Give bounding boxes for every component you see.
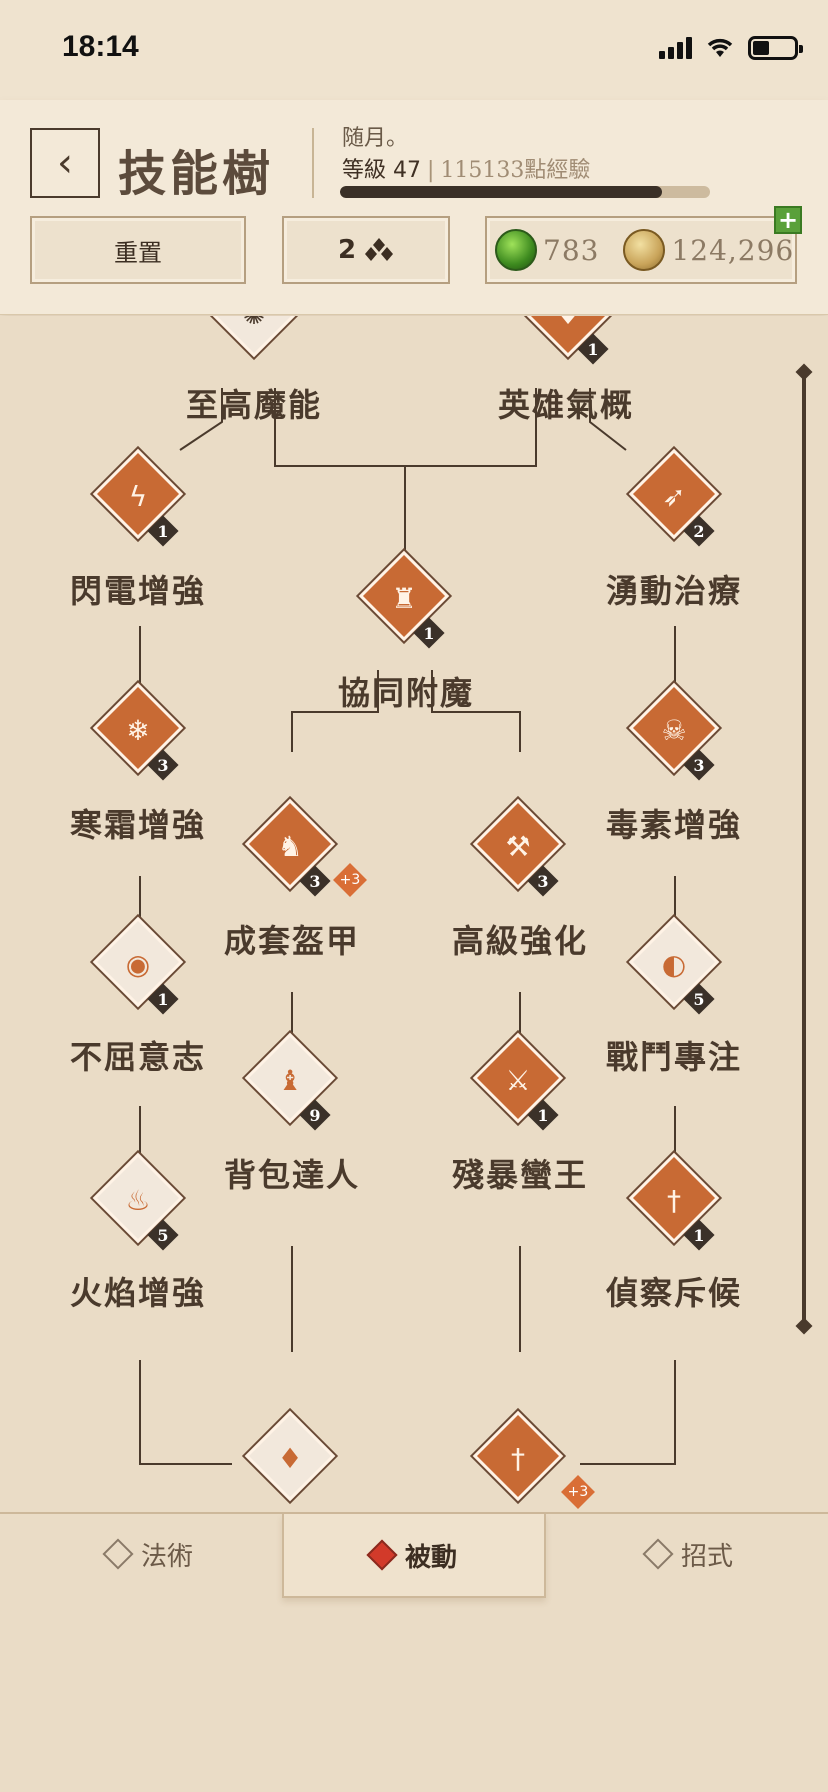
skill-points-value: 2 bbox=[337, 235, 357, 265]
skill-label-advanced-upgrade: 高級強化 bbox=[451, 922, 589, 960]
tab-passive[interactable]: 被動 bbox=[282, 1514, 546, 1598]
skill-label-fire-boost: 火焰增強 bbox=[69, 1274, 207, 1312]
skill-label-heroic-spirit: 英雄氣概 bbox=[497, 386, 635, 424]
tab-spells[interactable]: 法術 bbox=[60, 1514, 240, 1594]
currency-box: 783 124,296 bbox=[485, 216, 797, 284]
skill-node-bottom-right[interactable]: † +3 bbox=[472, 1410, 595, 1512]
supreme-magic-icon: ✺ bbox=[236, 316, 272, 334]
skill-label-brutal-barbarian: 殘暴蠻王 bbox=[451, 1156, 589, 1194]
player-level: 等級 47|115133點經驗 bbox=[342, 158, 591, 183]
flame-icon: ♨ bbox=[125, 1183, 151, 1217]
skill-node-advanced-upgrade[interactable]: ⚒ 3 bbox=[472, 798, 564, 904]
heart-icon: ♥ bbox=[550, 316, 586, 334]
skill-node-brutal-barbarian[interactable]: ⚔ 1 bbox=[472, 1032, 564, 1138]
player-name: 随月。 bbox=[342, 126, 409, 151]
skill-node-armor-set[interactable]: ♞ 3 +3 bbox=[244, 798, 367, 904]
snowflake-icon: ❄ bbox=[126, 713, 150, 747]
skill-node-backpack-master[interactable]: ♝ 9 bbox=[244, 1032, 336, 1138]
gold-coin-icon bbox=[623, 229, 666, 271]
tab-moves[interactable]: 招式 bbox=[600, 1514, 780, 1594]
bonus-badge: +3 bbox=[560, 1474, 596, 1510]
snake-icon: ☠ bbox=[661, 713, 687, 747]
skill-node-surge-heal[interactable]: ➶ 2 bbox=[628, 448, 720, 554]
skill-node-scout[interactable]: † 1 bbox=[628, 1152, 720, 1258]
diamond-icon bbox=[642, 1538, 674, 1570]
gem-count: 783 bbox=[543, 233, 600, 267]
skill-label-supreme-magic: 至高魔能 bbox=[185, 386, 323, 424]
sword-icon: † bbox=[511, 1441, 525, 1475]
status-bar: 18:14 bbox=[0, 0, 828, 100]
skill-node-poison-boost[interactable]: ☠ 3 bbox=[628, 682, 720, 788]
skill-label-lightning-boost: 閃電增強 bbox=[69, 572, 207, 610]
wifi-icon bbox=[707, 38, 733, 57]
lightning-icon: ϟ bbox=[128, 479, 148, 513]
helmet-icon: ♜ bbox=[391, 581, 417, 615]
tab-passive-label: 被動 bbox=[404, 1542, 457, 1573]
anvil-icon: ⚒ bbox=[505, 829, 531, 863]
skill-label-surge-heal: 湧動治療 bbox=[605, 572, 743, 610]
level-label: 等級 bbox=[342, 158, 387, 183]
skill-node-bottom-left[interactable]: ♦ bbox=[244, 1410, 336, 1512]
gold-count: 124,296 bbox=[671, 233, 795, 267]
skill-label-poison-boost: 毒素增強 bbox=[605, 806, 743, 844]
skill-point-icon bbox=[365, 238, 394, 261]
dagger-icon: † bbox=[667, 1183, 681, 1217]
skill-label-battle-focus: 戰鬥專注 bbox=[605, 1038, 743, 1076]
experience-bar-fill bbox=[340, 186, 662, 198]
skill-node-heroic-spirit[interactable]: ♥ 1 bbox=[522, 316, 614, 372]
experience-bar bbox=[340, 186, 710, 198]
page-title: 技能樹 bbox=[118, 146, 275, 202]
skill-label-scout: 偵察斥候 bbox=[605, 1274, 743, 1312]
skill-node-frost-boost[interactable]: ❄ 3 bbox=[92, 682, 184, 788]
skill-label-unyielding-will: 不屈意志 bbox=[69, 1038, 207, 1076]
skill-node-fire-boost[interactable]: ♨ 5 bbox=[92, 1152, 184, 1258]
skill-node-unyielding-will[interactable]: ◉ 1 bbox=[92, 916, 184, 1022]
tab-moves-label: 招式 bbox=[680, 1541, 733, 1572]
skill-label-synergy-enchant: 協同附魔 bbox=[337, 674, 475, 712]
battery-icon bbox=[748, 36, 803, 60]
focus-icon: ◐ bbox=[661, 947, 687, 981]
status-icons bbox=[659, 36, 803, 60]
skill-label-frost-boost: 寒霜增強 bbox=[69, 806, 207, 844]
backpack-icon: ♝ bbox=[277, 1063, 303, 1097]
skill-label-backpack-master: 背包達人 bbox=[223, 1156, 361, 1194]
back-button[interactable]: ‹ bbox=[30, 128, 100, 198]
skill-tree-header: ‹ 技能樹 随月。 等級 47|115133點經驗 重置 2 783 124,2… bbox=[0, 100, 828, 315]
add-currency-button[interactable]: + bbox=[774, 206, 802, 234]
bottom-tab-bar: 法術 被動 招式 bbox=[0, 1512, 828, 1792]
scrollbar[interactable] bbox=[802, 376, 806, 1326]
skill-label-armor-set: 成套盔甲 bbox=[223, 922, 361, 960]
skill-node-battle-focus[interactable]: ◐ 5 bbox=[628, 916, 720, 1022]
skill-node-supreme-magic[interactable]: ✺ bbox=[208, 316, 300, 372]
signal-icon bbox=[659, 37, 692, 59]
title-divider bbox=[312, 128, 314, 198]
experience-text: 115133點經驗 bbox=[440, 158, 591, 183]
axe-icon: ⚔ bbox=[505, 1063, 531, 1097]
running-figure-icon: ➶ bbox=[662, 479, 686, 513]
diamond-icon bbox=[366, 1539, 398, 1571]
bonus-badge: +3 bbox=[332, 862, 368, 898]
skill-tree[interactable]: ✺ 至高魔能 ♥ 1 英雄氣概 ϟ 1 閃電增強 ➶ 2 湧動治療 ♜ 1 協同… bbox=[0, 316, 828, 1512]
eye-icon: ◉ bbox=[125, 947, 151, 981]
diamond-icon bbox=[102, 1538, 134, 1570]
status-time: 18:14 bbox=[62, 30, 139, 63]
chevron-left-icon: ‹ bbox=[57, 140, 73, 186]
gem-icon bbox=[495, 229, 537, 271]
skill-points-box: 2 bbox=[282, 216, 450, 284]
skill-node-synergy-enchant[interactable]: ♜ 1 bbox=[358, 550, 450, 656]
skill-node-lightning-boost[interactable]: ϟ 1 bbox=[92, 448, 184, 554]
tab-spells-label: 法術 bbox=[140, 1541, 193, 1572]
fire-shield-icon: ♦ bbox=[277, 1441, 303, 1475]
reset-button[interactable]: 重置 bbox=[30, 216, 246, 284]
level-value: 47 bbox=[393, 158, 422, 183]
armor-icon: ♞ bbox=[277, 829, 303, 863]
